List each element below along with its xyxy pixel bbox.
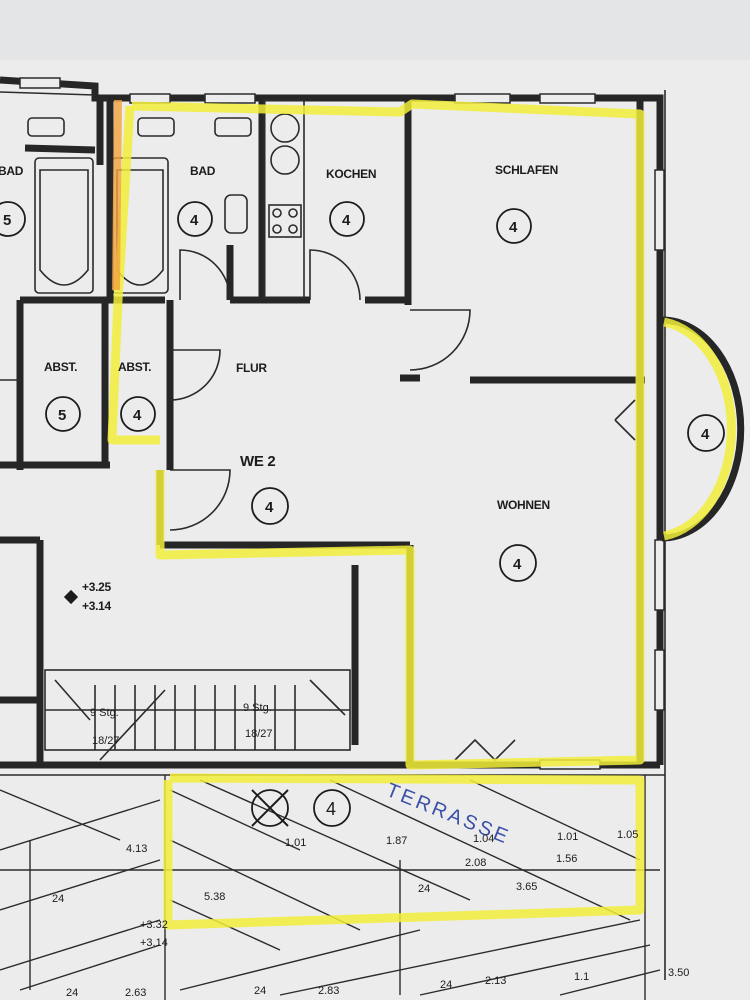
- stair-count-left: 9 Stg.: [90, 707, 119, 719]
- washbasins: [27, 117, 252, 137]
- room-number-circle: [45, 396, 81, 432]
- level-lower: +3.14: [82, 599, 111, 613]
- room-erker: 4: [687, 414, 725, 452]
- room-number-circle: [329, 201, 365, 237]
- room-schlafen: SCHLAFEN 4: [495, 163, 558, 244]
- room-bad: BAD 4: [177, 164, 216, 237]
- dim-2-83: 2.83: [318, 985, 339, 997]
- dim-24b: 24: [418, 883, 430, 895]
- toilet-icon: [224, 194, 248, 234]
- dim-3-50: 3.50: [668, 967, 689, 979]
- dim-1-87: 1.87: [386, 835, 407, 847]
- cross-line: [251, 789, 289, 827]
- stair-labels: 9 Stg. 18/27 9 Stg. 18/27: [90, 702, 273, 747]
- room-wohnen: WOHNEN 4: [497, 498, 550, 582]
- room-number-circle: [177, 201, 213, 237]
- room-label-wohnen: WOHNEN: [497, 498, 550, 512]
- room-whg: WE 2 4: [240, 453, 289, 525]
- room-label-schlafen: SCHLAFEN: [495, 163, 558, 177]
- room-number-kochen: 4: [342, 212, 351, 229]
- room-label-bad-left: BAD: [0, 164, 24, 178]
- bay-window-wall: [661, 316, 745, 542]
- room-kochen: KOCHEN 4: [326, 167, 377, 237]
- bathtub-left: [34, 157, 94, 294]
- room-number-circle: [496, 208, 532, 244]
- room-number-circle: [120, 396, 156, 432]
- room-number-circle: [499, 544, 537, 582]
- terrace-number: 4: [326, 799, 336, 819]
- terrace-hatching: [0, 775, 661, 1000]
- dim-2-63: 2.63: [125, 987, 146, 999]
- dim-24c: 24: [66, 987, 78, 999]
- stair-count-right: 9 Stg.: [243, 702, 272, 714]
- room-number-schlafen: 4: [509, 219, 518, 236]
- room-label-abst-left: ABST.: [44, 360, 77, 374]
- dim-plus-3-14: +3.14: [140, 937, 168, 949]
- room-number-whg: 4: [265, 499, 274, 516]
- door-swings: [0, 249, 636, 762]
- room-label-bad: BAD: [190, 164, 216, 178]
- room-number-abst-left: 5: [58, 407, 66, 424]
- room-label-kochen: KOCHEN: [326, 167, 376, 181]
- dim-1-05: 1.05: [617, 829, 638, 841]
- stair-ratio-left: 18/27: [92, 735, 120, 747]
- dim-1-04: 1.04: [473, 833, 494, 845]
- room-abst-left: ABST. 5: [44, 360, 81, 432]
- yellow-highlight: [107, 99, 736, 930]
- dim-1-56: 1.56: [556, 853, 577, 865]
- level-marker-icon: [63, 589, 79, 605]
- room-number-circle: [687, 414, 725, 452]
- dim-plus-3-32: +3.32: [140, 919, 168, 931]
- room-number-bad-left: 5: [3, 212, 11, 229]
- stair-ratio-right: 18/27: [245, 728, 273, 740]
- dim-2-08: 2.08: [465, 857, 486, 869]
- level-upper: +3.25: [82, 580, 111, 594]
- room-number-bad: 4: [190, 212, 199, 229]
- dim-24d: 24: [254, 985, 266, 997]
- room-bad-left: BAD 5: [0, 164, 26, 237]
- dim-24e: 24: [440, 979, 452, 991]
- dim-24a: 24: [52, 893, 64, 905]
- room-abst: ABST. 4: [118, 360, 156, 432]
- dim-1-01a: 1.01: [285, 837, 306, 849]
- room-number-circle: [251, 487, 289, 525]
- room-number-circle: [0, 201, 26, 237]
- room-number-erker: 4: [701, 426, 710, 443]
- orange-highlight: [112, 99, 122, 291]
- dim-4-13: 4.13: [126, 843, 147, 855]
- kitchen-counter: [263, 99, 305, 299]
- dim-1-01b: 1.01: [557, 831, 578, 843]
- dimension-labels: 4.13 1.01 1.87 1.04 1.01 1.05 2.08 1.56 …: [52, 829, 689, 999]
- room-number-wohnen: 4: [513, 556, 522, 573]
- room-number-circle: [313, 789, 351, 827]
- level-marker: +3.25 +3.14: [63, 580, 112, 613]
- room-number-abst: 4: [133, 407, 142, 424]
- dim-5-38: 5.38: [204, 891, 225, 903]
- room-label-abst: ABST.: [118, 360, 151, 374]
- crossed-circle-icon: [251, 789, 289, 827]
- staircase: [44, 669, 351, 761]
- dim-2-13: 2.13: [485, 975, 506, 987]
- paper-top-margin: [0, 0, 750, 60]
- apartment-label: WE 2: [240, 453, 275, 470]
- dim-1-1: 1.1: [574, 971, 589, 983]
- room-label-flur: FLUR: [236, 361, 267, 375]
- dim-3-65: 3.65: [516, 881, 537, 893]
